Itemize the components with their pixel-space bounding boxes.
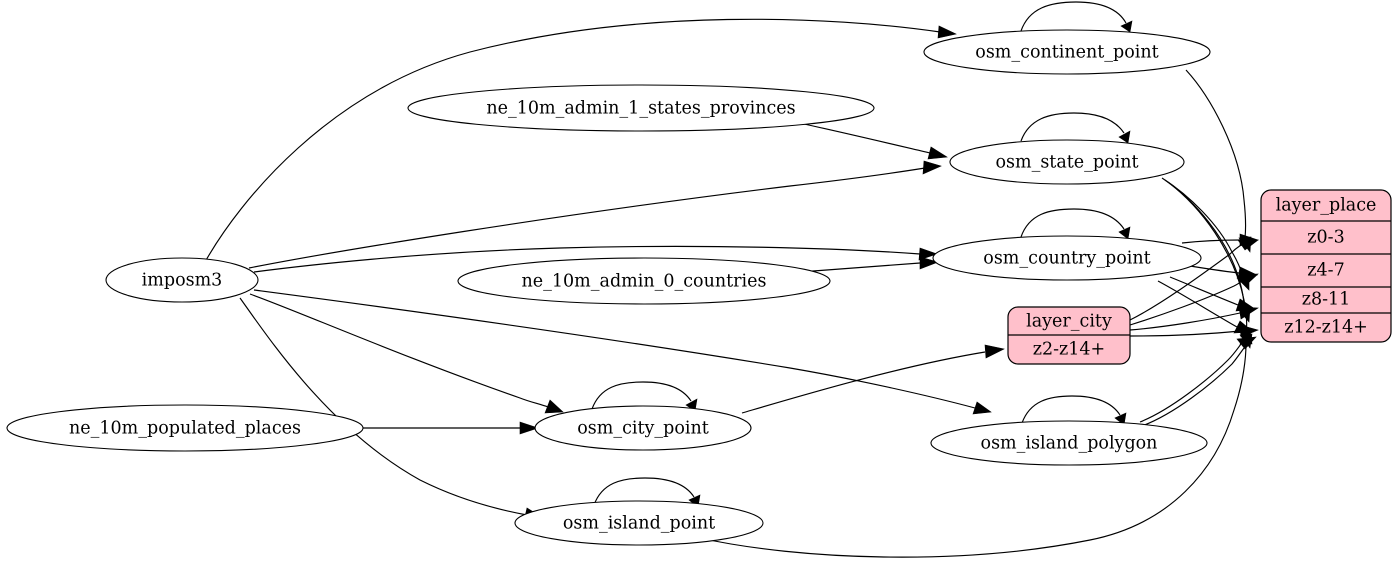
node-ne_10m_populated_places[interactable]: ne_10m_populated_places <box>6 404 364 452</box>
record-layer_place-row-z0-3: z0-3 <box>1307 228 1344 248</box>
record-layer_place[interactable]: layer_place z0-3 z4-7 z8-11 z12-z14+ <box>1260 189 1392 343</box>
node-ne_10m_populated_places-label: ne_10m_populated_places <box>69 419 301 439</box>
edge-self-loop-osm_country_point <box>1020 208 1131 240</box>
node-osm_continent_point[interactable]: osm_continent_point <box>923 29 1211 75</box>
edge-imposm3-to-osm_country_point <box>253 245 938 273</box>
node-osm_city_point-label: osm_city_point <box>577 419 709 439</box>
node-osm_continent_point-label: osm_continent_point <box>975 43 1158 63</box>
node-ne_10m_admin_0_countries[interactable]: ne_10m_admin_0_countries <box>457 257 831 305</box>
node-osm_island_point-label: osm_island_point <box>563 514 715 534</box>
node-ne_10m_admin_1_states_provinces-label: ne_10m_admin_1_states_provinces <box>486 99 795 119</box>
node-osm_country_point[interactable]: osm_country_point <box>932 235 1202 281</box>
edge-layer_city-to-layer_place-z0-3 <box>1129 239 1259 321</box>
node-osm_city_point[interactable]: osm_city_point <box>534 405 752 451</box>
node-osm_state_point-label: osm_state_point <box>995 153 1138 173</box>
edge-layer <box>204 1 1259 558</box>
record-layer_city-header: layer_city <box>1026 312 1112 332</box>
record-layer_place-row-z4-7: z4-7 <box>1307 261 1344 281</box>
node-osm_island_point[interactable]: osm_island_point <box>514 500 764 546</box>
edge-osm_city_point-to-layer_city-z2-z14 <box>741 344 1005 414</box>
edge-osm_island_polygon-to-layer_place-z12-z14-b <box>1141 347 1245 427</box>
edge-imposm3-to-osm_city_point <box>249 293 564 414</box>
node-osm_island_polygon-label: osm_island_polygon <box>981 434 1158 454</box>
edge-imposm3-to-osm_state_point <box>248 160 942 269</box>
node-osm_state_point[interactable]: osm_state_point <box>949 139 1185 185</box>
node-osm_country_point-label: osm_country_point <box>983 249 1150 269</box>
edge-osm_continent_point-to-layer_place-z0-3 <box>1185 69 1252 253</box>
node-ne_10m_admin_0_countries-label: ne_10m_admin_0_countries <box>522 272 767 292</box>
edge-self-loop-osm_state_point <box>1020 112 1131 144</box>
node-imposm3-label: imposm3 <box>142 271 223 291</box>
record-layer_place-row-z12-z14: z12-z14+ <box>1284 318 1368 338</box>
record-layer_place-header: layer_place <box>1276 196 1377 216</box>
edge-layer_city-to-layer_place-z8-11 <box>1129 306 1259 331</box>
node-layer: imposm3 ne_10m_admin_1_states_provinces … <box>6 29 1211 546</box>
edge-ne_populated_places-to-osm_city_point <box>363 421 539 435</box>
edge-imposm3-to-osm_continent_point <box>204 18 957 263</box>
edge-imposm3-to-osm_island_polygon <box>253 289 992 415</box>
edge-self-loop-osm_continent_point <box>1020 1 1133 33</box>
edge-layer_city-to-layer_place-z4-7 <box>1129 273 1259 326</box>
node-osm_island_polygon[interactable]: osm_island_polygon <box>930 420 1208 466</box>
record-layer_city-row-z2-z14: z2-z14+ <box>1033 340 1105 360</box>
record-layer_city[interactable]: layer_city z2-z14+ <box>1007 306 1131 365</box>
record-layer_place-row-z8-11: z8-11 <box>1302 290 1351 310</box>
edge-osm_island_polygon-to-layer_place-z12-z14 <box>1139 336 1257 423</box>
edge-ne_states_provinces-to-osm_state_point <box>803 123 948 160</box>
node-imposm3[interactable]: imposm3 <box>105 257 259 303</box>
edge-osm_island_point-to-layer_place-z12-z14 <box>699 329 1253 558</box>
edge-self-loop-osm_island_polygon <box>1021 395 1127 426</box>
node-ne_10m_admin_1_states_provinces[interactable]: ne_10m_admin_1_states_provinces <box>407 84 875 132</box>
edge-ne_admin_0_countries-to-osm_country_point <box>799 256 939 273</box>
record-layer: layer_city z2-z14+ layer_place z0-3 z4-7… <box>1007 189 1392 365</box>
